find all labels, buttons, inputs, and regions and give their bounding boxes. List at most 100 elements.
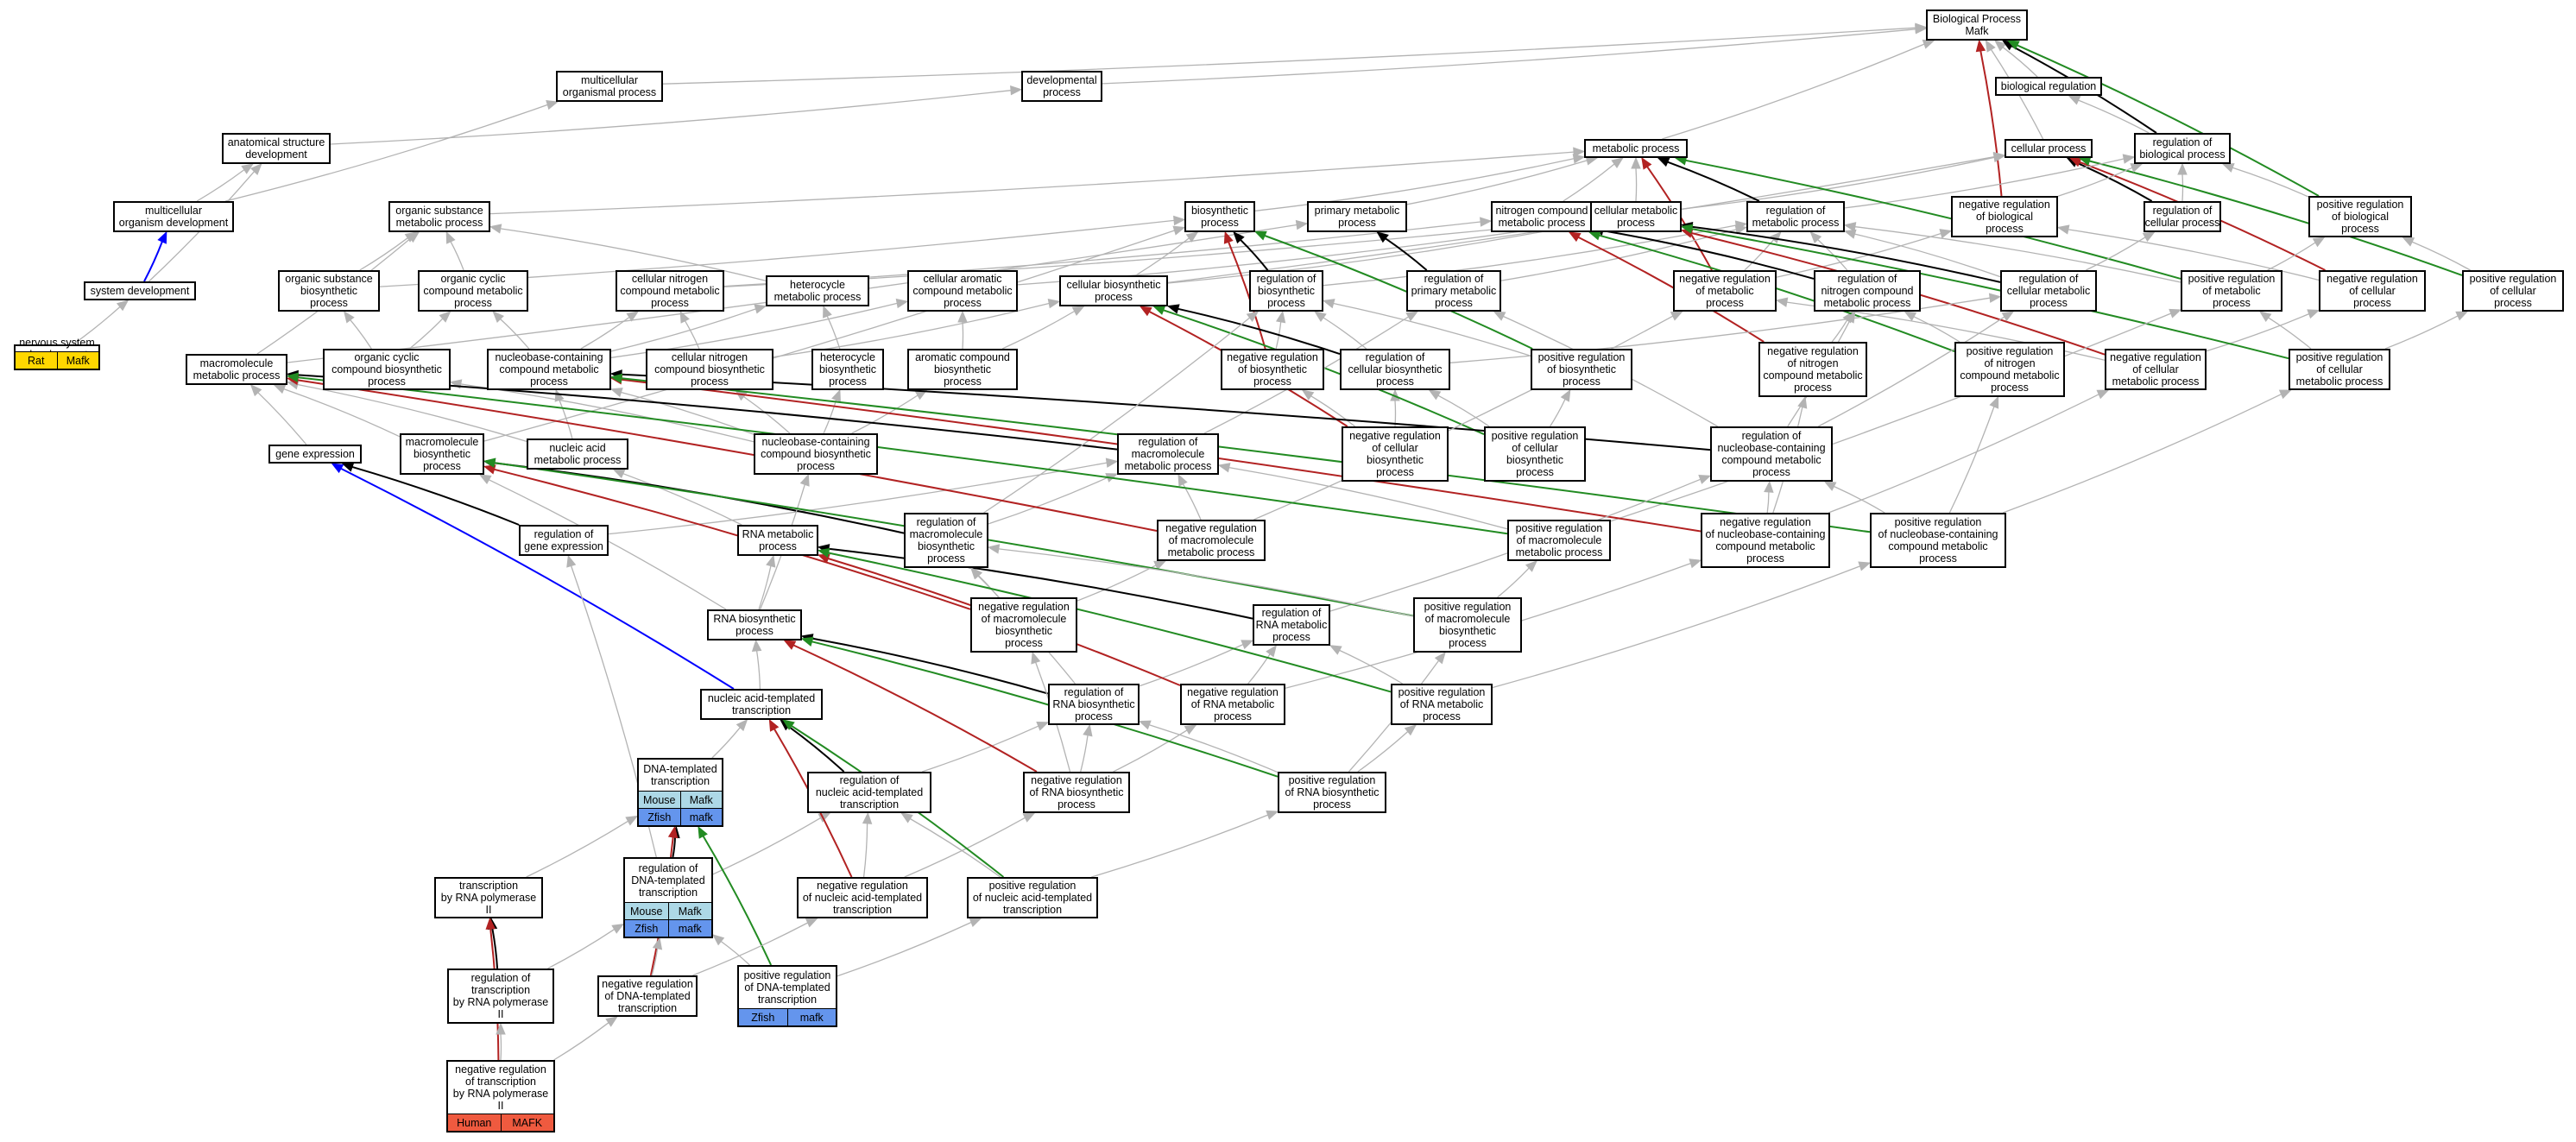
go-term-hetbio[interactable]: heterocycle biosynthetic process (811, 349, 884, 390)
go-term-label: organic cyclic compound metabolic proces… (423, 273, 523, 309)
go-term-posregmacrobio[interactable]: positive regulation of macromolecule bio… (1413, 597, 1522, 653)
edge-negregmet-to-regmet (1744, 239, 1775, 271)
go-term-orgcyc[interactable]: organic cyclic compound metabolic proces… (418, 270, 528, 312)
go-term-multdev[interactable]: multicellular organism development (113, 201, 234, 232)
go-term-regcellbio[interactable]: regulation of cellular biosynthetic proc… (1340, 349, 1450, 390)
go-term-negregcellbio[interactable]: negative regulation of cellular biosynth… (1342, 426, 1449, 482)
go-term-sysdev[interactable]: system development (84, 281, 196, 300)
go-term-primmet[interactable]: primary metabolic process (1307, 201, 1407, 232)
go-term-posregcellbio[interactable]: positive regulation of cellular biosynth… (1484, 426, 1586, 482)
go-term-orgsub[interactable]: organic substance metabolic process (388, 201, 490, 232)
go-term-nucacidmet[interactable]: nucleic acid metabolic process (527, 439, 628, 470)
go-term-regnitro[interactable]: regulation of nitrogen compound metaboli… (1814, 270, 1921, 312)
go-term-bioreg[interactable]: biological regulation (1995, 77, 2102, 96)
go-term-orgsubbio[interactable]: organic substance biosynthetic process (278, 270, 380, 312)
go-term-regmet[interactable]: regulation of metabolic process (1746, 201, 1845, 232)
go-term-negregmacrobio[interactable]: negative regulation of macromolecule bio… (970, 597, 1077, 653)
go-term-negregrnamet[interactable]: negative regulation of RNA metabolic pro… (1180, 684, 1285, 725)
edge-arrowhead (1809, 231, 1822, 243)
go-term-cellproc[interactable]: cellular process (2005, 139, 2093, 158)
go-term-regnucacid[interactable]: regulation of nucleic acid-templated tra… (807, 772, 931, 813)
go-term-reggeneexp[interactable]: regulation of gene expression (519, 525, 609, 556)
go-term-regrnamet[interactable]: regulation of RNA metabolic process (1253, 604, 1330, 646)
go-term-label: positive regulation of RNA biosynthetic … (1285, 774, 1380, 811)
go-term-label: primary metabolic process (1314, 205, 1400, 229)
go-term-orgcycbio[interactable]: organic cyclic compound biosynthetic pro… (323, 349, 451, 390)
go-term-negregmacromet[interactable]: negative regulation of macromolecule met… (1157, 520, 1266, 561)
go-term-biosyn[interactable]: biosynthetic process (1184, 201, 1255, 232)
go-term-nucbasebio[interactable]: nucleobase-containing compound biosynthe… (754, 433, 878, 475)
go-term-cellbio[interactable]: cellular biosynthetic process (1059, 275, 1168, 306)
go-term-regmacrobio[interactable]: regulation of macromolecule biosynthetic… (904, 513, 988, 568)
go-term-negregnitro[interactable]: negative regulation of nitrogen compound… (1758, 342, 1867, 397)
go-term-posregnucbase[interactable]: positive regulation of nucleobase-contai… (1870, 513, 2006, 568)
go-term-regbio[interactable]: regulation of biological process (2134, 133, 2231, 164)
go-term-cellarom[interactable]: cellular aromatic compound metabolic pro… (907, 270, 1018, 312)
ortholog-gene: Mafk (679, 792, 723, 808)
go-term-posregnucacid[interactable]: positive regulation of nucleic acid-temp… (967, 877, 1098, 918)
go-term-macromet[interactable]: macromolecule metabolic process (186, 354, 287, 385)
go-term-nucbasemet[interactable]: nucleobase-containing compound metabolic… (487, 349, 611, 390)
edge-nucacidtrans-to-rnabio (755, 650, 761, 690)
go-term-cellnitro[interactable]: cellular nitrogen compound metabolic pro… (616, 270, 724, 312)
go-term-posregbio[interactable]: positive regulation of biological proces… (2308, 196, 2412, 237)
go-term-label: cellular biosynthetic process (1066, 279, 1161, 303)
go-term-multorg[interactable]: multicellular organismal process (556, 71, 663, 102)
go-term-geneexp[interactable]: gene expression (268, 445, 362, 464)
go-term-regrnabio[interactable]: regulation of RNA biosynthetic process (1048, 684, 1140, 725)
go-term-negregnucacid[interactable]: negative regulation of nucleic acid-temp… (797, 877, 928, 918)
go-term-regcellmet[interactable]: regulation of cellular metabolic process (2000, 270, 2097, 312)
go-term-posregbiosyn[interactable]: positive regulation of biosynthetic proc… (1531, 349, 1632, 390)
go-term-anat[interactable]: anatomical structure development (222, 133, 331, 164)
go-term-transpol2[interactable]: transcription by RNA polymerase II (434, 877, 543, 918)
edge-arrowhead (711, 934, 725, 946)
go-term-rnabio[interactable]: RNA biosynthetic process (707, 609, 802, 640)
go-term-posregdna[interactable]: positive regulation of DNA-templated tra… (737, 965, 837, 1027)
go-term-regtrans2[interactable]: regulation of transcription by RNA polym… (447, 968, 554, 1024)
go-term-regprim[interactable]: regulation of primary metabolic process (1406, 270, 1501, 312)
go-term-posregcell[interactable]: positive regulation of cellular process (2462, 270, 2564, 312)
go-term-nervdev[interactable]: nervous system developmentRatMafk (14, 337, 100, 370)
go-term-negregnucbase[interactable]: negative regulation of nucleobase-contai… (1701, 513, 1830, 568)
go-term-negregmet[interactable]: negative regulation of metabolic process (1673, 270, 1777, 312)
go-term-negregbiosyn[interactable]: negative regulation of biosynthetic proc… (1221, 349, 1324, 390)
edge-posregcellmet-to-posregmet (2268, 317, 2312, 350)
go-term-negregbio[interactable]: negative regulation of biological proces… (1951, 196, 2058, 237)
go-term-cellnitrobio[interactable]: cellular nitrogen compound biosynthetic … (646, 349, 773, 390)
go-term-bp[interactable]: Biological Process Mafk (1926, 9, 2028, 41)
go-term-negregdna[interactable]: negative regulation of DNA-templated tra… (597, 975, 698, 1017)
go-term-posregnitro[interactable]: positive regulation of nitrogen compound… (1954, 342, 2065, 397)
go-term-arombio[interactable]: aromatic compound biosynthetic process (907, 349, 1018, 390)
go-term-label: nucleic acid metabolic process (534, 442, 622, 466)
go-term-nitromet[interactable]: nitrogen compound metabolic process (1491, 201, 1593, 232)
go-term-posregmacromet[interactable]: positive regulation of macromolecule met… (1507, 520, 1611, 561)
go-term-posregcellmet[interactable]: positive regulation of cellular metaboli… (2289, 349, 2390, 390)
go-term-label: regulation of cellular metabolic process (2006, 273, 2091, 309)
go-term-rnamet[interactable]: RNA metabolic process (737, 525, 818, 556)
go-term-macrobio[interactable]: macromolecule biosynthetic process (400, 433, 484, 475)
go-term-devproc[interactable]: developmental process (1021, 71, 1102, 102)
go-term-hetmet[interactable]: heterocycle metabolic process (766, 275, 869, 306)
edge-regcellmet-to-cellmet (1691, 225, 2001, 283)
go-term-posregrnabio[interactable]: positive regulation of RNA biosynthetic … (1278, 772, 1386, 813)
go-term-regdnatrans[interactable]: regulation of DNA-templated transcriptio… (623, 857, 713, 938)
go-term-regcell[interactable]: regulation of cellular process (2144, 201, 2221, 232)
go-term-regbiosyn[interactable]: regulation of biosynthetic process (1249, 270, 1323, 312)
edge-arrowhead (1992, 151, 2006, 162)
edge-regcellbio-to-regbiosyn (1323, 317, 1367, 350)
go-term-regmacromet[interactable]: regulation of macromolecule metabolic pr… (1117, 433, 1219, 475)
go-term-negregtrans2[interactable]: negative regulation of transcription by … (446, 1060, 555, 1133)
go-term-posregmet[interactable]: positive regulation of metabolic process (2181, 270, 2282, 312)
go-term-regnucbase[interactable]: regulation of nucleobase-containing comp… (1710, 426, 1833, 482)
go-term-negregcellmet[interactable]: negative regulation of cellular metaboli… (2105, 349, 2207, 390)
go-term-negregrnabio[interactable]: negative regulation of RNA biosynthetic … (1023, 772, 1130, 813)
go-term-nucacidtrans[interactable]: nucleic acid-templated transcription (700, 689, 823, 720)
go-term-metab[interactable]: metabolic process (1584, 139, 1688, 158)
go-term-label: regulation of RNA metabolic process (1255, 607, 1328, 643)
go-term-cellmet[interactable]: cellular metabolic process (1590, 201, 1682, 232)
go-term-posregrnamet[interactable]: positive regulation of RNA metabolic pro… (1391, 684, 1493, 725)
go-term-negregcell[interactable]: negative regulation of cellular process (2319, 270, 2426, 312)
edge-nucacidmet-to-nucbasemet (559, 400, 573, 439)
